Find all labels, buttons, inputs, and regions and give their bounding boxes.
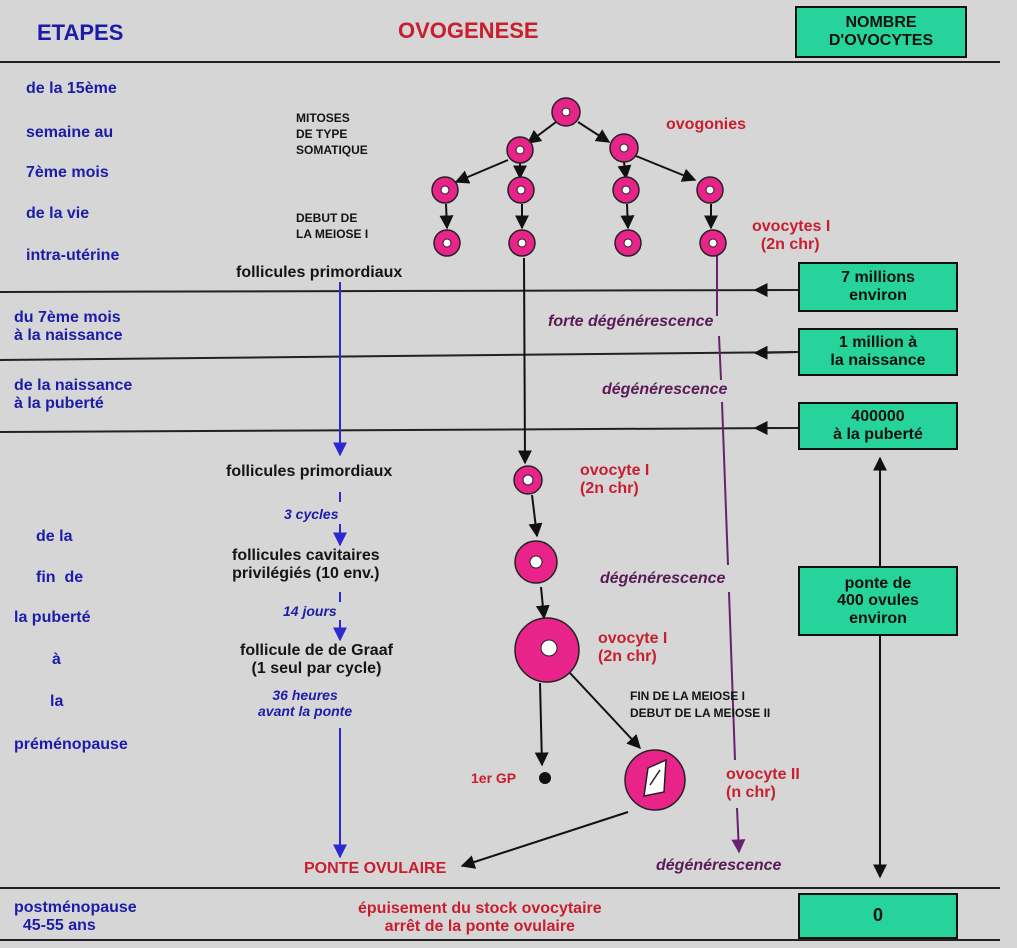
stage4-line1: de la [36,528,73,545]
oocyte-arrow-1 [517,257,532,465]
exhaustion-label: épuisement du stock ovocytaire arrêt de … [358,900,602,936]
ponte-ovulaire-label: PONTE OVULAIRE [304,860,447,877]
degenerescence-label-3: dégénérescence [656,857,782,874]
thirty-six-hours-label: 36 heures avant la ponte [258,687,353,720]
follicule-graaf-label: follicule de de Graaf (1 seul par cycle) [240,642,393,678]
oocyte-arrow-3 [535,586,550,620]
ovogonies-label: ovogonies [666,116,747,133]
ovocyte-i-label-b: ovocyte I (2n chr) [598,630,668,666]
count-box-ponte: ponte de 400 ovules environ [798,566,958,636]
ovocyte-cell-4 [699,229,727,257]
fourteen-days-label: 14 jours [283,603,337,619]
ovocyte-cell-graaf [514,617,580,683]
polar-body-arrow [534,682,549,767]
count-box-zero: 0 [798,893,958,939]
ovocyte-ii-label: ovocyte II (n chr) [726,766,800,802]
meiosis-end-label: FIN DE LA MEIOSE I DEBUT DE LA MEIOSE II [630,689,771,720]
ovocyte-cell-cavitary [514,540,558,584]
count-header-box: NOMBRE D'OVOCYTES [795,6,967,58]
ovocyte-ii-cell [624,749,686,811]
ovogonie-cell-top [551,97,581,127]
degenerescence-label-1: dégénérescence [602,381,728,398]
ponte-arrow [460,811,629,869]
follicules-primordiaux-1: follicules primordiaux [236,264,403,281]
forte-degenerescence-label: forte dégénérescence [548,313,714,330]
stage1-line1: de la 15ème [26,80,117,97]
stage3-label: de la naissance à la puberté [14,377,133,413]
ovogonie-cell-rm [612,176,640,204]
degenerescence-label-2: dégénérescence [600,570,726,587]
stage4-line2: fin de [36,569,84,586]
mitosis-arrow-2 [577,121,611,143]
count-box-1-million: 1 million à la naissance [798,328,958,376]
count-box-7-millions: 7 millions environ [798,262,958,312]
follicules-cavitaires-label: follicules cavitaires privilégiés (10 en… [232,547,380,583]
stage1-line5: intra-utérine [26,247,120,264]
etapes-header: ETAPES [37,20,124,45]
stage4-line4: à [52,651,61,668]
ovogonie-cell-rr [696,176,724,204]
stage4-line5: la [50,693,64,710]
degen-arrow [731,807,746,854]
mitosis-arrow-1 [526,121,557,144]
follicules-primordiaux-2: follicules primordiaux [226,463,393,480]
ovogonie-cell-l [506,136,534,164]
degen-line-4 [728,591,736,761]
oocyte-arrow-2 [528,494,543,538]
ovogonie-cell-lm [507,176,535,204]
diagram-title: OVOGENESE [398,18,539,43]
stage4-line6: préménopause [14,736,128,753]
stage-line-3 [0,427,799,433]
count-box-400000: 400000 à la puberté [798,402,958,450]
polar-body-dot [539,772,551,784]
stage4-line3: la puberté [14,609,91,626]
oocyte2-arrow [569,672,641,750]
count-arrow-2 [753,345,799,360]
ovocytes-i-label: ovocytes I (2n chr) [752,218,831,254]
ovocyte-cell-3 [614,229,642,257]
ovocyte-cell-2 [508,229,536,257]
polar-body-label: 1er GP [471,770,517,786]
stage-line-2 [0,351,799,361]
degen-line-2 [718,335,722,381]
stage1-line2: semaine au [26,124,114,141]
ovocyte-cell-puberty [513,465,543,495]
stage2-label: du 7ème mois à la naissance [14,309,123,345]
ovocyte-cell-1 [433,229,461,257]
mitoses-label: MITOSES DE TYPE SOMATIQUE [296,111,368,158]
ovogonie-cell-ll [431,176,459,204]
degen-line-3 [721,401,729,566]
meiosis-start-label: DEBUT DE LA MEIOSE I [296,211,369,242]
meiosis-arrow-1 [439,203,454,230]
stage5-label: postménopause 45-55 ans [14,899,137,935]
stage1-line3: 7ème mois [26,164,109,181]
mitosis-arrow-6 [635,155,697,182]
ovocyte-i-label-a: ovocyte I (2n chr) [580,462,650,498]
mitosis-arrow-5 [617,161,632,180]
stage-line-1 [0,289,799,293]
three-cycles-label: 3 cycles [284,506,339,522]
meiosis-arrow-3 [620,203,635,230]
stage1-line4: de la vie [26,205,90,222]
mitosis-arrow-3 [454,159,509,184]
ovogonie-cell-r [609,133,639,163]
